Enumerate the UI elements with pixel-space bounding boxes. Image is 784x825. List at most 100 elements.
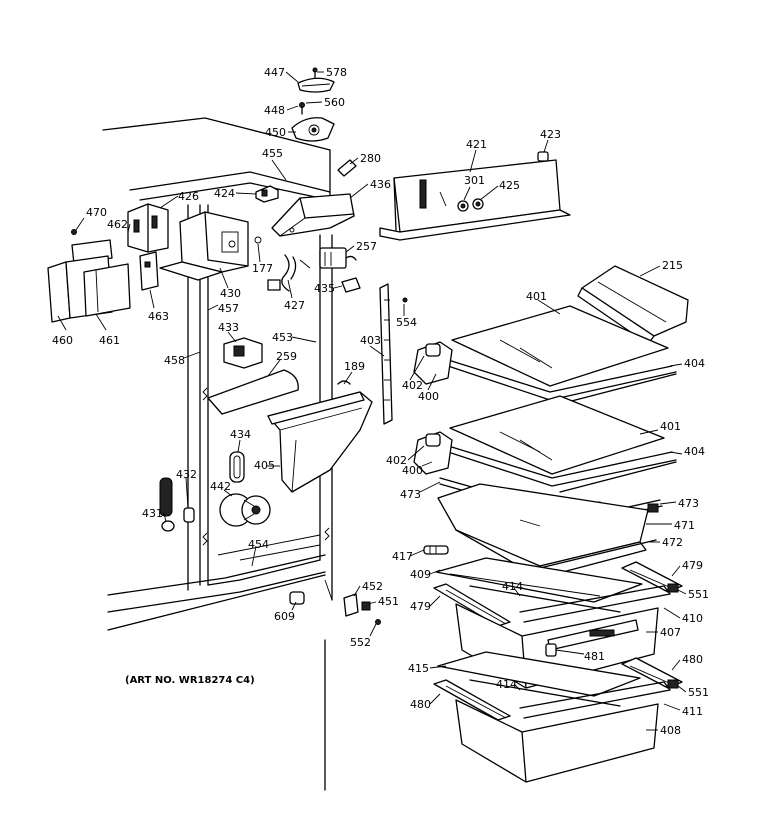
part-411-drawer-front-frame-lower: [519, 681, 671, 719]
label-450: 450: [265, 126, 286, 139]
label-189: 189: [344, 360, 365, 373]
label-457: 457: [218, 302, 239, 315]
label-609: 609: [274, 610, 295, 623]
part-471-snack-pan: [437, 483, 659, 579]
label-401-upper: 401: [526, 290, 547, 303]
label-433: 433: [218, 321, 239, 334]
part-410-drawer-front-frame: [519, 585, 671, 623]
label-463: 463: [148, 310, 169, 323]
label-301: 301: [464, 174, 485, 187]
part-400-shelf-bracket-upper: [413, 341, 453, 385]
label-280: 280: [360, 152, 381, 165]
label-454: 454: [248, 538, 269, 551]
label-426: 426: [178, 190, 199, 203]
part-labels: 447 578 448 560 450 455 280 421 423 424 …: [52, 66, 709, 737]
label-425: 425: [499, 179, 520, 192]
part-404-shelf-frame-lower: [441, 443, 677, 493]
part-472-pan-cover-frame: [539, 539, 657, 569]
label-462: 462: [107, 218, 128, 231]
part-414-cover-glass-lower: [469, 679, 621, 707]
label-479-right: 479: [682, 559, 703, 572]
leader-lines: [57, 71, 687, 731]
label-423: 423: [540, 128, 561, 141]
part-215-pan: [577, 265, 689, 345]
part-434-gasket: [229, 451, 245, 483]
label-404-upper: 404: [684, 357, 705, 370]
label-551-lower: 551: [688, 686, 709, 699]
part-423-knob: [537, 151, 549, 162]
label-404-lower: 404: [684, 445, 705, 458]
part-551-roller-lower: [667, 679, 679, 689]
part-402-end-cap-upper: [425, 343, 441, 357]
label-414-upper: 414: [502, 580, 523, 593]
label-455: 455: [262, 147, 283, 160]
label-480-right: 480: [682, 653, 703, 666]
label-442: 442: [210, 480, 231, 493]
label-435: 435: [314, 282, 335, 295]
part-560-screw: [299, 102, 305, 115]
part-405-air-duct: [267, 391, 373, 493]
label-447: 447: [264, 66, 285, 79]
part-415-crisper-cover-frame-lower: [437, 651, 641, 697]
part-578-screw: [312, 67, 318, 79]
label-578: 578: [326, 66, 347, 79]
label-481: 481: [584, 650, 605, 663]
label-479-left: 479: [410, 600, 431, 613]
label-409: 409: [410, 568, 431, 581]
label-401-lower: 401: [660, 420, 681, 433]
label-471: 471: [674, 519, 695, 532]
label-480-left: 480: [410, 698, 431, 711]
part-177-clip: [254, 236, 262, 244]
part-436-light-housing: [271, 193, 355, 237]
part-408-crisper-drawer-lower: [455, 699, 659, 783]
label-427: 427: [284, 299, 305, 312]
part-481-drawer-handle: [545, 643, 557, 657]
part-450-top-hinge: [291, 117, 335, 142]
label-470: 470: [86, 206, 107, 219]
label-424: 424: [214, 187, 235, 200]
part-461-duct: [83, 263, 131, 317]
part-400-shelf-bracket-lower: [413, 431, 453, 475]
part-189-clip: [337, 380, 351, 385]
label-408: 408: [660, 724, 681, 737]
part-433-fan-motor: [223, 337, 263, 369]
label-551-upper: 551: [688, 588, 709, 601]
label-472: 472: [662, 536, 683, 549]
part-401-shelf-glass-upper: [451, 305, 669, 387]
part-427-wire-harness: [267, 254, 311, 292]
label-405: 405: [254, 459, 275, 472]
label-403: 403: [360, 334, 381, 347]
label-414-lower: 414: [496, 678, 517, 691]
part-435-connector: [341, 277, 361, 293]
label-407: 407: [660, 626, 681, 639]
label-431: 431: [142, 507, 163, 520]
part-259-shield: [207, 369, 299, 415]
part-552-screw: [375, 619, 381, 625]
label-400-upper: 400: [418, 390, 439, 403]
label-432: 432: [176, 468, 197, 481]
part-257-thermostat: [319, 247, 357, 269]
part-431-spring: [159, 477, 175, 532]
label-421: 421: [466, 138, 487, 151]
label-451: 451: [378, 595, 399, 608]
part-447-hinge-cover: [297, 77, 335, 93]
part-409-crisper-cover-frame: [435, 557, 643, 603]
label-410: 410: [682, 612, 703, 625]
label-453: 453: [272, 331, 293, 344]
part-442-fan: [219, 493, 271, 527]
part-551-roller-upper: [667, 583, 679, 593]
part-421-control-panel: [379, 159, 571, 241]
part-432-spring: [183, 507, 195, 523]
label-215: 215: [662, 259, 683, 272]
part-280-bulb: [337, 159, 357, 177]
label-434: 434: [230, 428, 251, 441]
label-473-left: 473: [400, 488, 421, 501]
label-257: 257: [356, 240, 377, 253]
part-554-screw: [402, 297, 408, 303]
part-401-shelf-glass-lower: [449, 395, 665, 475]
label-436: 436: [370, 178, 391, 191]
label-448: 448: [264, 104, 285, 117]
part-430-duct-assembly: [159, 211, 249, 281]
part-402-end-cap-lower: [425, 433, 441, 447]
